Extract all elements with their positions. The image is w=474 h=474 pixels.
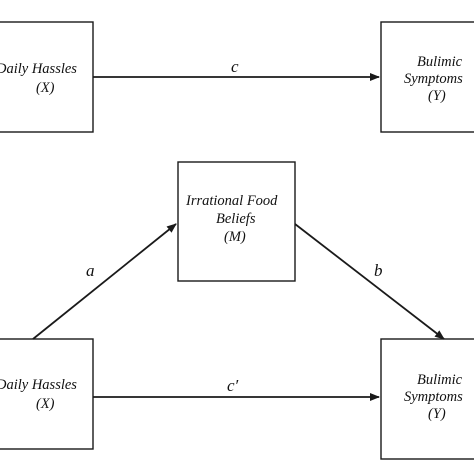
- bottom-outcome-label-line2: Symptoms: [404, 389, 463, 405]
- bottom-outcome-symbol: (Y): [428, 406, 446, 422]
- bottom-predictor-symbol: (X): [36, 396, 55, 412]
- mediator-symbol: (M): [224, 229, 246, 245]
- bottom-predictor-box: [0, 338, 94, 450]
- path-b-arrow: [294, 223, 445, 340]
- path-c-label: c: [231, 57, 239, 76]
- path-b-label: b: [374, 261, 383, 280]
- path-a-label: a: [86, 261, 95, 280]
- top-outcome-box: [380, 21, 474, 133]
- mediator-box: [177, 161, 296, 282]
- mediator-label-line1: Irrational Food: [185, 193, 278, 209]
- bottom-predictor-label: Daily Hassles: [0, 377, 77, 393]
- top-predictor-box: [0, 21, 94, 133]
- top-predictor-symbol: (X): [36, 80, 55, 96]
- top-outcome-label-line2: Symptoms: [404, 71, 463, 87]
- top-outcome-label-line1: Bulimic: [417, 54, 463, 70]
- bottom-outcome-box: [380, 338, 474, 460]
- path-c-prime-label: c′: [227, 376, 239, 395]
- mediator-label-line2: Beliefs: [216, 211, 256, 227]
- bottom-outcome-label-line1: Bulimic: [417, 372, 463, 388]
- top-predictor-label: Daily Hassles: [0, 61, 77, 77]
- top-outcome-symbol: (Y): [428, 88, 446, 104]
- path-a-arrow: [32, 223, 177, 340]
